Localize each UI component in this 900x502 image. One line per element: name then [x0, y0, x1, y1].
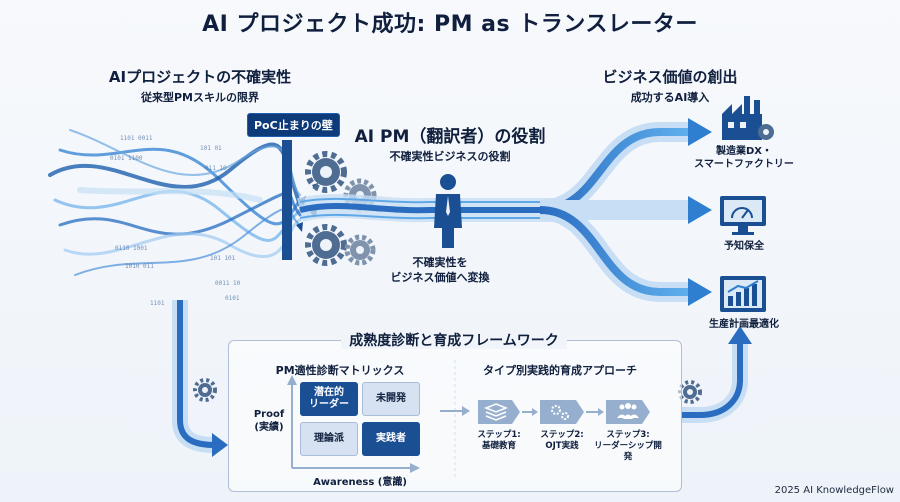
y-axis-line1: Proof: [253, 409, 285, 420]
outcome-label-line1: 製造業DX・: [715, 146, 772, 157]
matrix-cell-potential-leader: 潜在的 リーダー: [300, 382, 358, 416]
binary-digits: 1101 0011 101 01 0101 1100 011 10 0110 1…: [110, 135, 241, 307]
svg-text:0011 10: 0011 10: [215, 280, 241, 287]
framework-title: 成熟度診断と育成フレームワーク: [228, 330, 680, 350]
page-title: AI プロジェクト成功: PM as トランスレーター: [202, 12, 698, 37]
pm-role-subtitle: 不確実性ビジネスの役割: [389, 150, 511, 163]
svg-text:1101: 1101: [150, 300, 165, 307]
x-axis-label: Awareness (意識): [313, 477, 407, 488]
framework-title-text: 成熟度診断と育成フレームワーク: [341, 333, 567, 349]
value-subtitle: 成功するAI導入: [630, 91, 710, 104]
value-arrows: [539, 118, 712, 306]
svg-text:101 101: 101 101: [210, 255, 236, 262]
outcome-predictive-maintenance: 予知保全: [684, 240, 804, 253]
outcome-production-planning: 生産計画最適化: [684, 318, 804, 331]
outcome-label-line1: 予知保全: [724, 241, 764, 252]
svg-text:0110 1001: 0110 1001: [115, 245, 148, 252]
svg-text:0101: 0101: [225, 295, 240, 302]
svg-text:0101 1100: 0101 1100: [110, 155, 143, 162]
matrix-title: PM適性診断マトリックス: [275, 364, 405, 377]
outcome-label-line2: スマートファクトリー: [694, 159, 794, 170]
uncertainty-heading: AIプロジェクトの不確実性 従来型PMスキルの限界: [100, 66, 300, 105]
footer-credit: 2025 AI KnowledgeFlow: [774, 485, 894, 496]
uncertainty-subtitle: 従来型PMスキルの限界: [140, 91, 259, 104]
uncertainty-title: AIプロジェクトの不確実性: [108, 68, 292, 86]
step-1-line2: 基礎教育: [481, 441, 516, 451]
y-axis-label: Proof (実績): [244, 408, 294, 434]
cell-line-1: 潜在的: [314, 387, 344, 398]
bar-chart-icon: [720, 276, 766, 312]
framework-panel: [228, 340, 682, 492]
step-3-label: ステップ3: リーダーシップ開発: [590, 430, 666, 463]
chaotic-data-streams: [48, 129, 302, 276]
pm-role-title: AI PM（翻訳者）の役割: [354, 127, 546, 147]
step-2-line2: OJT実践: [545, 441, 579, 451]
step-2-label: ステップ2: OJT実践: [524, 430, 600, 452]
value-heading: ビジネス価値の創出 成功するAI導入: [570, 66, 770, 105]
step-3-line2: リーダーシップ開発: [594, 441, 662, 462]
poc-wall: [282, 140, 292, 260]
factory-icon: [722, 96, 774, 140]
pm-person-icon: [434, 174, 462, 248]
poc-wall-label: PoC止まりの壁: [247, 113, 340, 137]
svg-text:1101 0011: 1101 0011: [120, 135, 153, 142]
approach-title: タイプ別実践的育成アプローチ: [483, 364, 637, 377]
matrix-cell-practitioner: 実践者: [362, 422, 420, 456]
feedback-loop: [172, 300, 752, 457]
svg-text:011 10: 011 10: [205, 165, 227, 172]
organized-stream: [297, 194, 560, 223]
step-1-line1: ステップ1:: [477, 430, 521, 440]
step-3-line1: ステップ3:: [606, 430, 650, 440]
cell-line-2: リーダー: [309, 399, 349, 410]
svg-text:1010 011: 1010 011: [125, 263, 154, 270]
convert-line-1: 不確実性を: [412, 256, 468, 269]
y-axis-line2: (実績): [254, 422, 284, 433]
step-1-label: ステップ1: 基礎教育: [461, 430, 537, 452]
step-2-line1: ステップ2:: [540, 430, 584, 440]
value-title: ビジネス価値の創出: [602, 68, 738, 86]
monitor-gauge-icon: [720, 196, 766, 235]
outcome-label-line1: 生産計画最適化: [709, 319, 779, 330]
matrix-cell-undeveloped: 未開発: [362, 382, 420, 416]
pm-convert-text: 不確実性を ビジネス価値へ変換: [370, 255, 510, 285]
svg-text:101 01: 101 01: [200, 145, 222, 152]
convert-line-2: ビジネス価値へ変換: [390, 271, 490, 284]
outcome-smart-factory: 製造業DX・ スマートファクトリー: [684, 145, 804, 171]
matrix-cell-theorist: 理論派: [300, 422, 358, 456]
